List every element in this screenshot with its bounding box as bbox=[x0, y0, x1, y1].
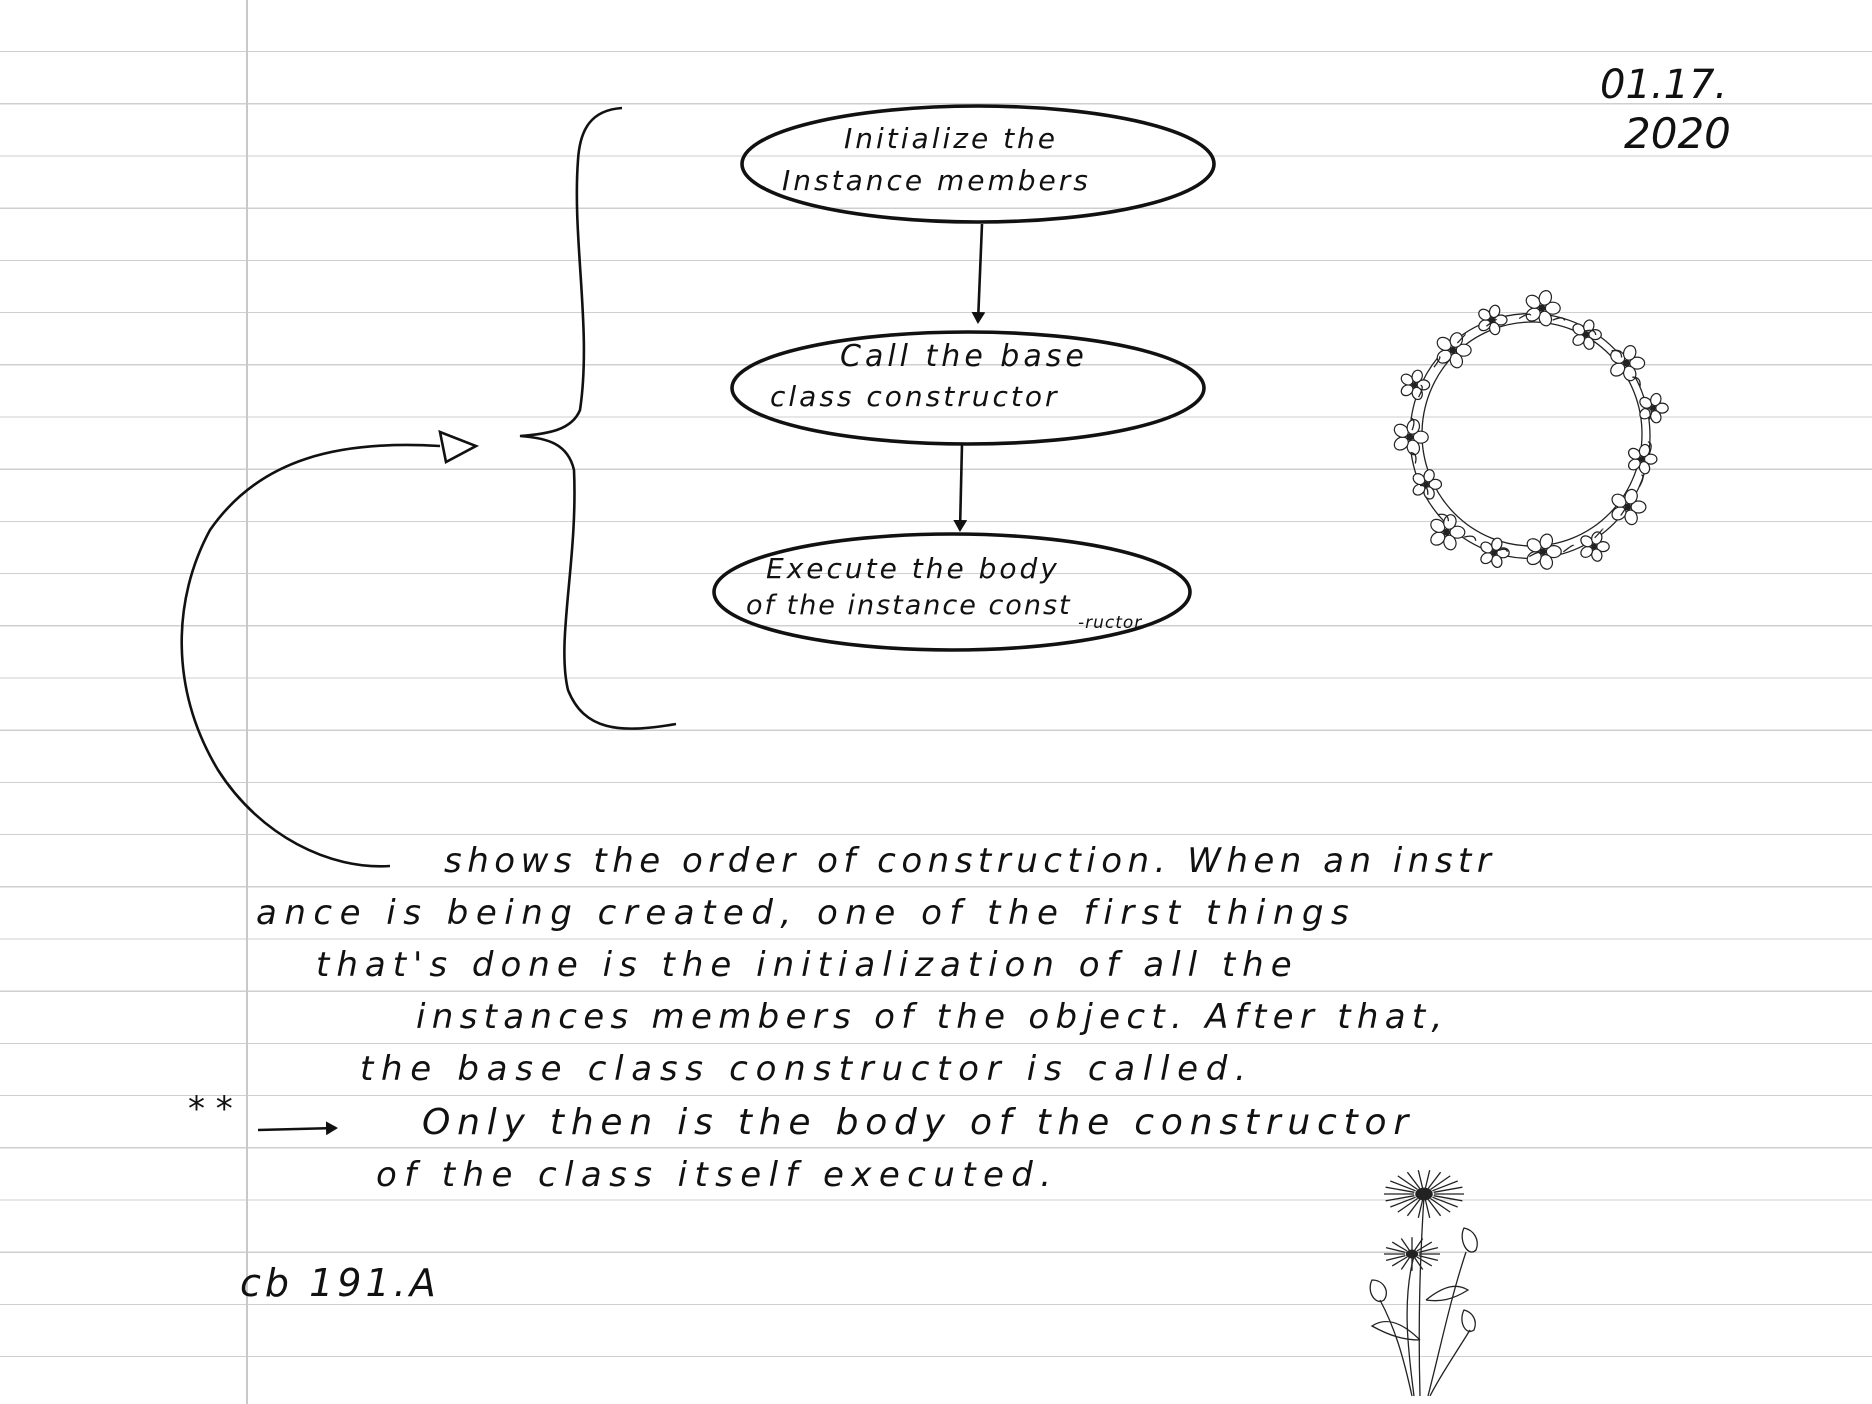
wreath-leaf bbox=[1433, 355, 1441, 368]
wreath-leaf bbox=[1611, 349, 1623, 358]
wreath-leaf bbox=[1562, 544, 1575, 553]
loop-arrow-head bbox=[438, 429, 480, 464]
bouquet-stem bbox=[1379, 1299, 1413, 1397]
margin-line bbox=[246, 0, 248, 1404]
node-box-initialize bbox=[740, 104, 1216, 224]
bouquet-stem bbox=[1427, 1251, 1467, 1397]
note-marker: * * bbox=[188, 1089, 233, 1129]
note-line-1: shows the order of construction. When an… bbox=[444, 841, 1496, 881]
wreath-leaf bbox=[1456, 333, 1467, 344]
bouquet-bud bbox=[1461, 1227, 1478, 1253]
node-label-initialize-line-1: Initialize the bbox=[844, 122, 1058, 155]
wreath-flower bbox=[1525, 290, 1561, 327]
edge-initialize-to-base bbox=[971, 223, 986, 324]
wreath-flower bbox=[1430, 514, 1466, 551]
node-box-body bbox=[712, 532, 1192, 652]
node-execute-constructor-body: Execute the body of the instance const -… bbox=[712, 532, 1192, 652]
wreath-flower bbox=[1412, 469, 1443, 500]
edge-base-to-body bbox=[953, 443, 968, 532]
node-initialize-members: Initialize the Instance members bbox=[740, 104, 1216, 224]
bouquet-stem bbox=[1406, 1255, 1415, 1397]
bouquet-leaf bbox=[1425, 1285, 1470, 1302]
bouquet-stem bbox=[1418, 1195, 1425, 1397]
wreath-leaf bbox=[1528, 551, 1542, 558]
floral-wreath-decoration bbox=[1393, 290, 1669, 570]
wreath-leaf bbox=[1495, 548, 1509, 553]
bouquet-flower bbox=[1384, 1237, 1440, 1271]
wreath-leaf bbox=[1644, 407, 1651, 420]
note-line-4: instances members of the object. After t… bbox=[416, 997, 1449, 1037]
wreath-leaf bbox=[1620, 504, 1628, 516]
notes: shows the order of construction. When an… bbox=[188, 841, 1496, 1305]
note-reference: cb 191.A bbox=[240, 1261, 440, 1305]
date-line-2: 2020 bbox=[1624, 109, 1731, 158]
wreath-leaf bbox=[1438, 513, 1450, 522]
wreath-leaf bbox=[1410, 451, 1417, 464]
wreath-flower bbox=[1580, 531, 1610, 562]
node-label-base-line-2: class constructor bbox=[770, 380, 1060, 413]
wreath-flower bbox=[1526, 533, 1562, 570]
wreath-leaf bbox=[1552, 317, 1566, 321]
flowchart: Initialize the Instance members Call the… bbox=[712, 104, 1216, 652]
note-line-3: that's done is the initialization of all… bbox=[316, 945, 1299, 985]
bouquet-stem bbox=[1429, 1329, 1471, 1397]
wreath-leaf bbox=[1464, 535, 1477, 541]
date: 01.17. 2020 bbox=[1600, 62, 1731, 158]
node-label-body-suffix: -ructor bbox=[1078, 613, 1142, 633]
node-label-base-line-1: Call the base bbox=[840, 339, 1088, 374]
wreath-leaf bbox=[1485, 319, 1498, 327]
bouquet-bud bbox=[1369, 1279, 1387, 1303]
wreath-leaf bbox=[1410, 417, 1415, 431]
wreath-flower bbox=[1639, 392, 1669, 424]
note-line-5: the base class constructor is called. bbox=[360, 1049, 1254, 1089]
wreath-leaf bbox=[1518, 313, 1532, 320]
wreath-flower bbox=[1627, 443, 1658, 475]
note-line-6: Only then is the body of the constructor bbox=[422, 1102, 1415, 1143]
node-label-initialize-line-2: Instance members bbox=[782, 164, 1091, 197]
wreath-leaf bbox=[1418, 384, 1423, 398]
loop-arrow-curve bbox=[180, 443, 441, 868]
wreath-flower bbox=[1393, 419, 1429, 456]
bouquet-leaf bbox=[1370, 1320, 1421, 1341]
wreath-leaf bbox=[1584, 329, 1597, 336]
curly-brace bbox=[519, 106, 677, 730]
note-line-2: ance is being created, one of the first … bbox=[256, 893, 1356, 933]
wreath-leaf bbox=[1647, 441, 1652, 455]
wreath-leaf bbox=[1594, 528, 1604, 539]
wreath-flower bbox=[1611, 488, 1647, 526]
wildflower-bouquet-decoration bbox=[1369, 1170, 1478, 1397]
wreath-flower bbox=[1436, 332, 1472, 369]
note-marker-arrow bbox=[257, 1121, 338, 1136]
date-line-1: 01.17. bbox=[1600, 62, 1727, 108]
wreath-leaf bbox=[1632, 376, 1641, 387]
node-label-body-line-2: of the instance const bbox=[746, 590, 1072, 621]
wreath-flower bbox=[1400, 369, 1431, 401]
wreath-flower bbox=[1480, 537, 1510, 568]
wreath-flower bbox=[1478, 304, 1508, 336]
node-call-base-constructor: Call the base class constructor bbox=[730, 330, 1206, 446]
bouquet-bud bbox=[1461, 1309, 1476, 1333]
node-box-base bbox=[730, 330, 1206, 446]
bouquet-flower bbox=[1384, 1170, 1464, 1218]
note-line-7: of the class itself executed. bbox=[376, 1155, 1058, 1195]
wreath-flower bbox=[1572, 319, 1602, 350]
node-label-body-line-1: Execute the body bbox=[766, 552, 1060, 585]
wreath-leaf bbox=[1419, 484, 1429, 495]
wreath-leaf bbox=[1638, 474, 1644, 488]
wreath-flower bbox=[1610, 345, 1646, 382]
